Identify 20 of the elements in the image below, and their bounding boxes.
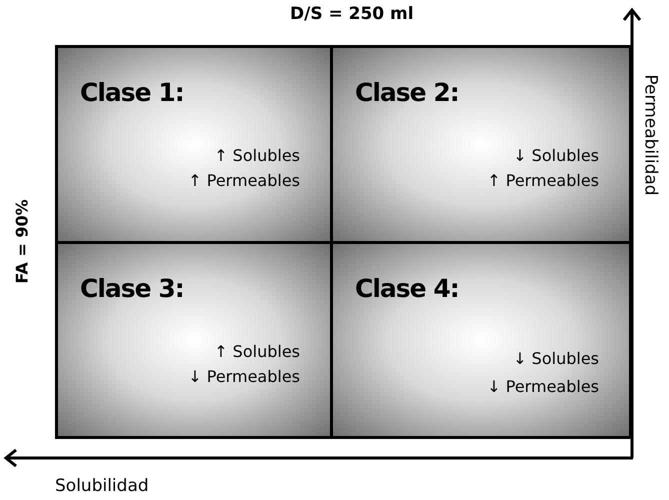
class-quadrant	[330, 241, 632, 439]
class-heading: Clase 1:	[80, 78, 184, 107]
property-text: ↓ Permeables	[487, 377, 599, 396]
threshold-label: D/S = 250 ml	[290, 4, 414, 24]
property-text: ↓ Solubles	[513, 146, 599, 165]
property-text: ↑ Solubles	[214, 342, 300, 361]
property-text: ↑ Solubles	[214, 146, 300, 165]
class-heading: Clase 2:	[355, 78, 459, 107]
axis-label: Solubilidad	[55, 476, 149, 496]
class-quadrant	[55, 45, 333, 244]
axis-label: Permeabilidad	[640, 74, 661, 196]
threshold-label: FA = 90%	[12, 199, 32, 284]
class-heading: Clase 3:	[80, 274, 184, 303]
property-text: ↓ Permeables	[188, 367, 300, 386]
class-quadrant	[330, 45, 632, 244]
class-quadrant	[55, 241, 333, 439]
property-text: ↑ Permeables	[487, 171, 599, 190]
class-heading: Clase 4:	[355, 274, 459, 303]
property-text: ↓ Solubles	[513, 349, 599, 368]
property-text: ↑ Permeables	[188, 171, 300, 190]
